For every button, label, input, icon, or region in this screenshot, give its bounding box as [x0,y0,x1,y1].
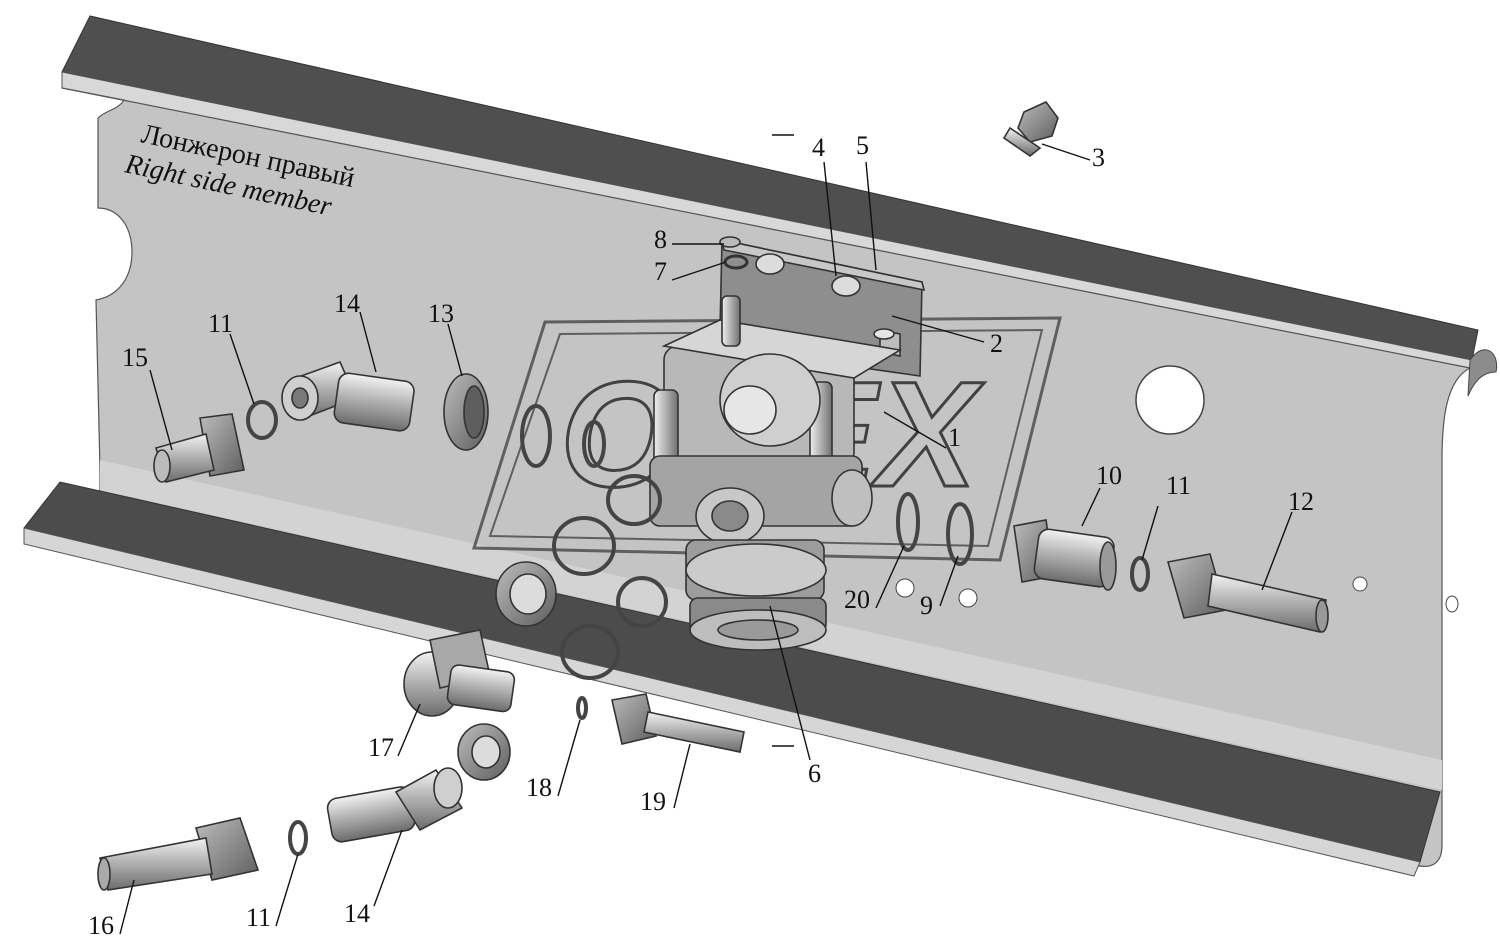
label-9: 9 [920,591,933,620]
part-20-o-ring [896,492,920,552]
leader-10 [1081,487,1101,527]
leader-18 [557,719,581,797]
part-11-washer-right [1130,556,1150,592]
label-12: 12 [1288,487,1314,516]
seal-ring-e [616,576,668,628]
label-3: 3 [1092,143,1105,172]
leader-2 [891,315,985,343]
part-14-elbow-upper [281,360,415,432]
leader-13 [447,323,463,377]
rail-hole-small-3 [1352,576,1368,592]
leader-11-right [1141,505,1159,561]
part-18-small-ring [576,696,588,720]
leader-11-lower [275,853,299,927]
leader-lines [119,143,1293,935]
leader-16 [119,879,135,935]
part-17-elbow [403,629,516,717]
part-labels: 1 2 3 4 5 6 7 8 9 10 11 11 11 12 13 14 1… [88,131,1314,940]
part-3-bolt [1002,101,1059,157]
label-2: 2 [990,329,1003,358]
label-4: 4 [812,133,825,162]
label-15: 15 [122,343,148,372]
leader-14-upper [359,311,377,373]
rail-bottom-flange-edge [23,527,1421,877]
seal-ring-c [606,474,662,526]
part-6-cap [685,539,827,651]
label-18: 18 [526,773,552,802]
leader-11-upper [229,333,255,405]
label-8: 8 [654,225,667,254]
part-10-fitting [1013,519,1117,591]
seal-ring-a [520,404,552,468]
label-6: 6 [808,759,821,788]
label-17: 17 [368,733,394,762]
leader-7 [671,261,727,281]
label-13: 13 [428,299,454,328]
leader-20 [875,545,905,609]
part-8-washer [719,236,741,248]
label-16: 16 [88,911,114,940]
leader-19 [673,743,691,809]
seal-rings-group [520,404,668,680]
label-7: 7 [654,257,667,286]
part-1-valve-body [649,295,903,545]
part-9-o-ring [946,502,974,566]
leader-14-lower [373,829,403,907]
part-12-pipe-nut [1166,553,1329,633]
part-2-mounting-bracket [719,238,926,377]
label-14-upper: 14 [334,289,360,318]
label-11-right: 11 [1166,471,1191,500]
leader-4 [823,161,837,277]
leader-15 [149,369,173,451]
label-19: 19 [640,787,666,816]
part-11-washer-upper [246,400,278,440]
label-11-lower: 11 [246,903,271,932]
rail-end-curl [1467,349,1498,397]
rail-hole-large [1135,365,1205,435]
leader-1 [883,411,947,449]
leader-12 [1261,511,1293,591]
leader-3 [1041,143,1091,161]
seal-ring-b [582,420,606,468]
part-16-pipe-nut [97,817,260,891]
part-19-pipe [611,693,745,753]
rail-hole-small-1 [895,578,915,598]
part-11-washer-lower [288,820,308,856]
lower-nut-a [495,561,557,627]
label-5: 5 [856,131,869,160]
leader-17 [397,703,421,757]
leader-9 [939,555,959,607]
seal-ring-d [552,516,616,576]
rail-hole-small-2 [958,588,978,608]
leader-5 [865,161,877,271]
rail-hole-small-4 [1445,595,1459,613]
part-13-nut [443,373,489,451]
label-14-lower: 14 [344,899,370,928]
label-11-upper: 11 [208,309,233,338]
part-14-elbow-lower [326,767,464,843]
label-20: 20 [844,585,870,614]
label-10: 10 [1096,461,1122,490]
lower-nut-b [457,723,511,781]
leader-6 [769,605,811,761]
label-1: 1 [948,423,961,452]
seal-ring-f [560,624,620,680]
